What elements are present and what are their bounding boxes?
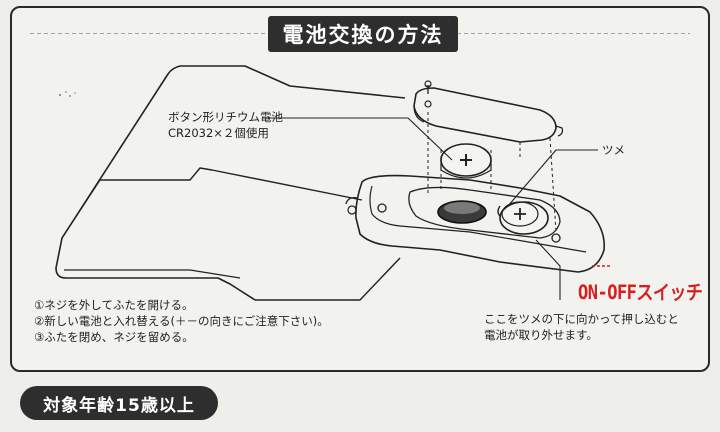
release-note-line1: ここをツメの下に向かって押し込むと <box>484 312 679 326</box>
battery-lid <box>413 87 557 143</box>
battery-leader <box>268 117 453 161</box>
device-inner-rim <box>369 185 587 253</box>
plus-sign-exploded <box>460 154 472 166</box>
bracket-lower-edge <box>64 269 241 279</box>
screw-hole-left <box>377 203 387 213</box>
tab-hook <box>497 205 501 217</box>
step-list: ①ネジを外してふたを開ける。 ②新しい電池と入れ替える(＋－の向きにご注意下さい… <box>34 297 329 345</box>
release-leader <box>535 239 561 300</box>
switch-label: ON-OFFスイッチ <box>578 281 703 305</box>
bracket-inner-step <box>100 167 363 201</box>
battery-type-label: ボタン形リチウム電池 <box>168 110 283 124</box>
screw-hole-right <box>551 233 561 243</box>
release-note-line2: 電池が取り外せます。 <box>484 328 598 342</box>
step-3: ③ふたを閉め、ネジを留める。 <box>34 330 194 344</box>
plus-sign-right <box>514 208 526 220</box>
lid-screw-hole <box>424 100 432 108</box>
battery-cavity <box>408 186 561 239</box>
bracket-base-edge <box>255 257 401 301</box>
step-1: ①ネジを外してふたを開ける。 <box>34 298 194 312</box>
device-body <box>355 174 606 273</box>
bracket-top-edge <box>180 65 406 99</box>
tab-label: ツメ <box>602 143 625 157</box>
page-title: 電池交換の方法 <box>268 16 458 52</box>
step-2: ②新しい電池と入れ替える(＋－の向きにご注意下さい)。 <box>34 314 329 328</box>
battery-right <box>499 201 549 235</box>
tab-leader <box>507 149 598 207</box>
bracket-outline-left <box>55 65 256 301</box>
battery-count-label: CR2032×２個使用 <box>168 126 269 140</box>
bracket-inner-side <box>61 179 101 239</box>
age-notice-badge: 対象年齢15歳以上 <box>20 386 218 420</box>
